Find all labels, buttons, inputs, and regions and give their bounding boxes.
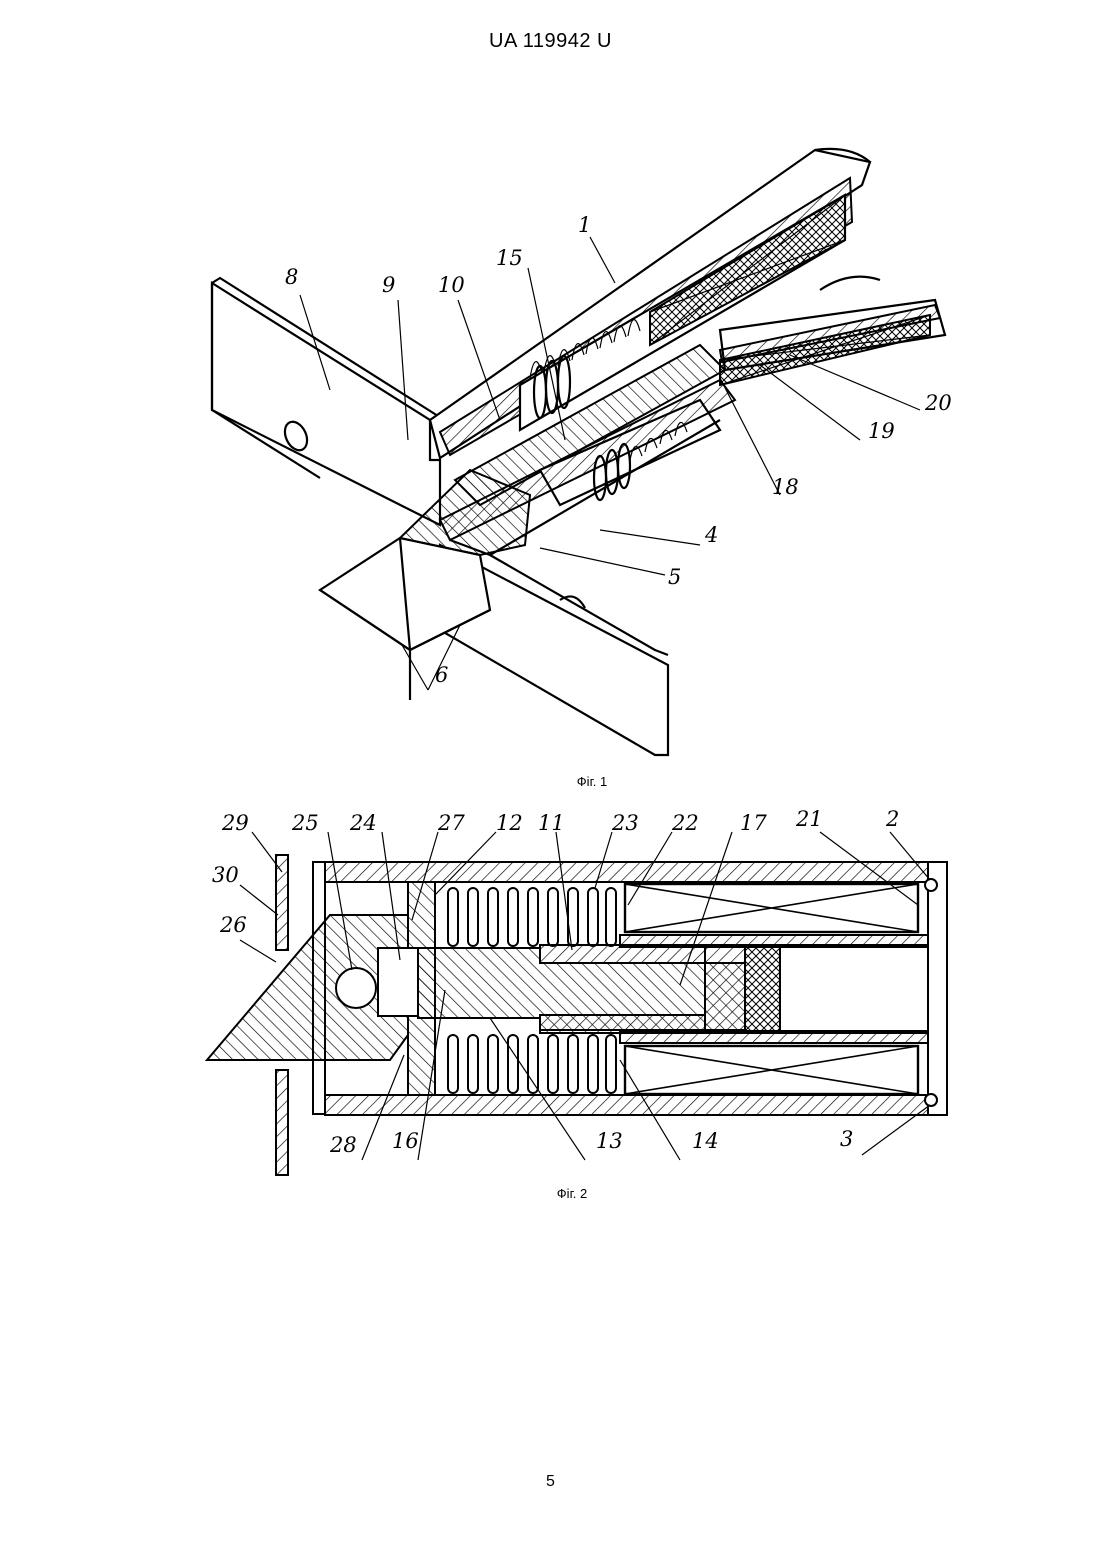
fig2-label-22: 22 xyxy=(671,811,699,835)
fig1-label-4: 4 xyxy=(704,523,718,547)
fig2-label-23: 23 xyxy=(611,811,639,835)
fig2-label-11: 11 xyxy=(538,811,565,835)
figure-2-drawing: 29 25 24 27 12 11 23 22 17 21 2 30 26 28… xyxy=(0,800,1101,1200)
fig1-label-15: 15 xyxy=(496,246,523,270)
fig1-label-9: 9 xyxy=(382,273,395,297)
page-number: 5 xyxy=(0,1473,1101,1491)
strike-plate-lower xyxy=(276,1070,288,1175)
fig2-label-24: 24 xyxy=(349,811,377,835)
fig1-label-8: 8 xyxy=(285,265,298,289)
strike-plate-upper xyxy=(276,855,288,950)
fig1-label-5: 5 xyxy=(668,565,681,589)
fig2-label-13: 13 xyxy=(596,1129,623,1153)
fig1-label-6: 6 xyxy=(435,663,448,687)
fig1-label-1: 1 xyxy=(578,213,591,237)
fig2-label-16: 16 xyxy=(392,1129,419,1153)
housing-bottom-wall xyxy=(325,1095,947,1115)
fig1-label-20: 20 xyxy=(924,391,952,415)
fig2-label-26: 26 xyxy=(219,913,247,937)
figure-1-drawing: 1 15 8 9 10 20 19 18 4 5 6 xyxy=(0,0,1101,780)
fig2-label-28: 28 xyxy=(329,1133,357,1157)
fig2-label-12: 12 xyxy=(496,811,523,835)
pin-25 xyxy=(336,968,376,1008)
fig2-label-2: 2 xyxy=(885,807,899,831)
fig2-label-17: 17 xyxy=(740,811,767,835)
fig2-label-25: 25 xyxy=(291,811,319,835)
fig2-label-3: 3 xyxy=(840,1127,853,1151)
fig2-label-29: 29 xyxy=(221,811,249,835)
spring-upper-section xyxy=(448,888,616,946)
fig2-label-27: 27 xyxy=(437,811,465,835)
fig1-label-10: 10 xyxy=(438,273,465,297)
fig1-label-18: 18 xyxy=(772,475,799,499)
fig2-label-14: 14 xyxy=(692,1129,719,1153)
spring-lower-section xyxy=(448,1035,616,1093)
fig2-label-21: 21 xyxy=(795,807,823,831)
fig1-label-19: 19 xyxy=(868,419,895,443)
figure-2-caption: Фіг. 2 xyxy=(472,1186,672,1201)
housing-top-wall xyxy=(325,862,947,882)
fig2-label-30: 30 xyxy=(212,863,239,887)
figure-1-caption: Фіг. 1 xyxy=(492,774,692,789)
